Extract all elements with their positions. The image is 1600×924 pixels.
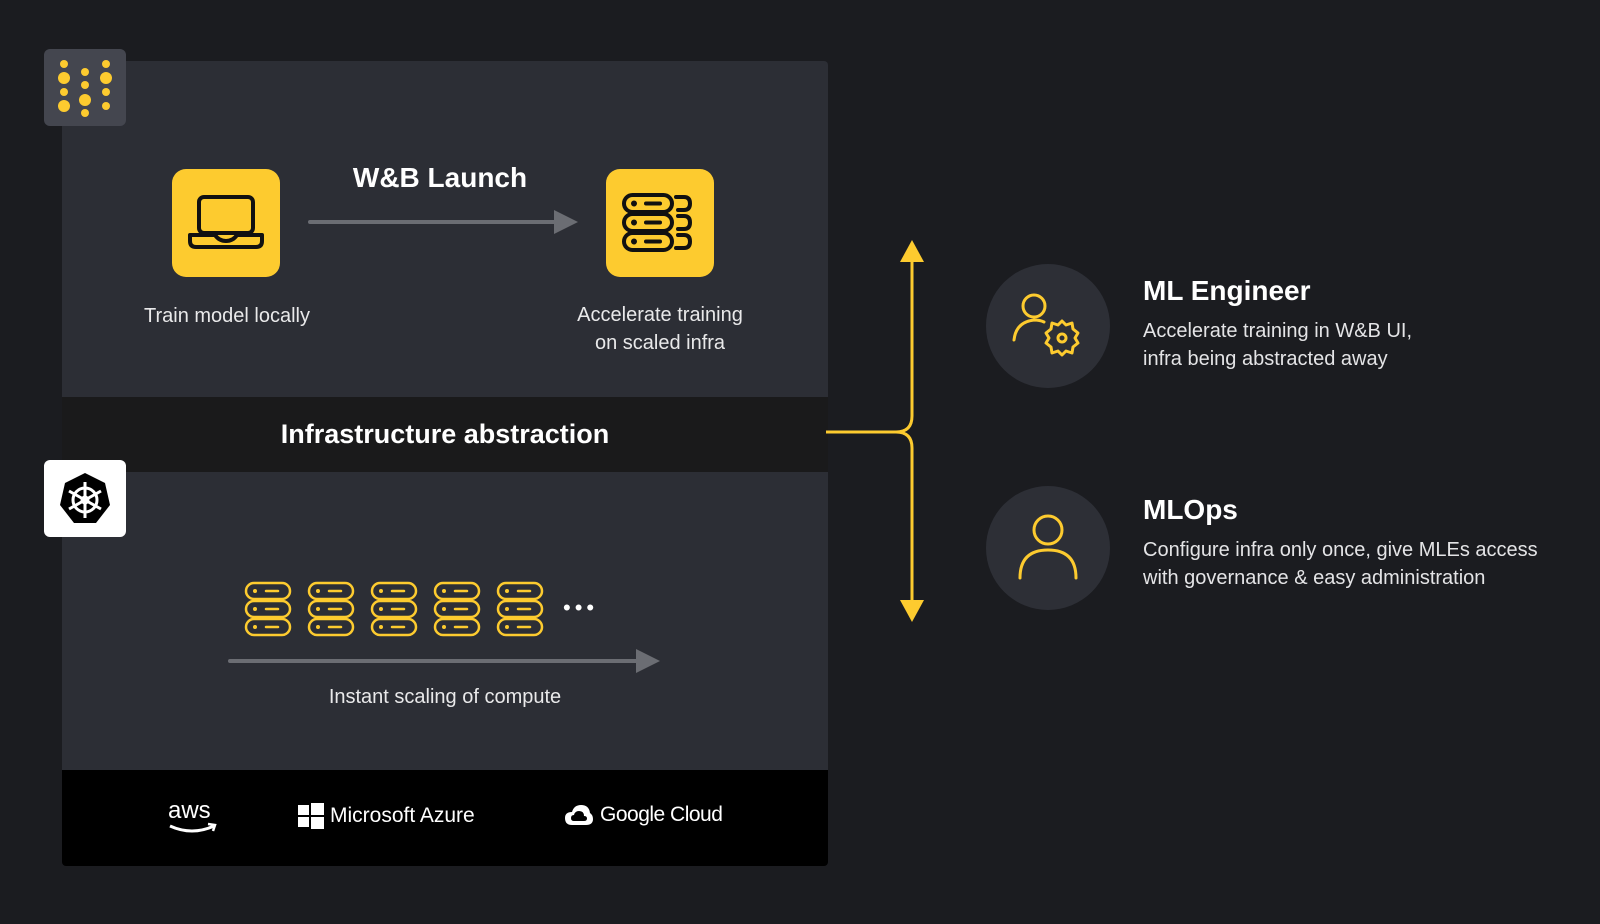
server-tile xyxy=(606,169,714,277)
launch-title: W&B Launch xyxy=(352,162,528,193)
azure-label: Microsoft Azure xyxy=(330,804,475,827)
launch-arrow xyxy=(308,210,578,234)
server-icon xyxy=(433,581,481,637)
aws-wordmark: aws xyxy=(168,797,211,824)
user-gear-icon xyxy=(1012,293,1080,357)
mlops-info: MLOps Configure infra only once, give ML… xyxy=(1143,494,1593,592)
mlops-desc-line2: with governance & easy administration xyxy=(1143,567,1486,589)
cloud-providers-bar xyxy=(62,770,828,866)
source-caption: Train model locally xyxy=(144,305,310,327)
ml-engineer-desc-line2: infra being abstracted away xyxy=(1143,348,1388,370)
ml-engineer-title: ML Engineer xyxy=(1143,275,1311,306)
compute-panel xyxy=(62,472,828,770)
server-icon xyxy=(370,581,418,637)
brace-connector xyxy=(826,240,924,622)
target-caption-line2: on scaled infra xyxy=(594,332,726,354)
server-icon xyxy=(244,581,292,637)
scaling-caption: Instant scaling of compute xyxy=(328,686,562,708)
mlops-desc-line1: Configure infra only once, give MLEs acc… xyxy=(1143,539,1538,561)
windows-icon xyxy=(298,803,324,829)
ml-engineer-desc: Accelerate training in W&B UI, infra bei… xyxy=(1143,317,1573,373)
target-caption-line1: Accelerate training xyxy=(577,304,743,326)
ml-engineer-info: ML Engineer Accelerate training in W&B U… xyxy=(1143,275,1573,373)
ml-engineer-avatar xyxy=(986,264,1110,388)
abstraction-band: Infrastructure abstraction xyxy=(62,397,828,472)
server-icon xyxy=(496,581,544,637)
google-cloud-label: Google Cloud xyxy=(600,803,723,826)
mlops-avatar xyxy=(986,486,1110,610)
aws-logo: aws xyxy=(166,796,220,836)
server-row xyxy=(244,581,544,637)
mlops-desc: Configure infra only once, give MLEs acc… xyxy=(1143,536,1593,592)
google-cloud-logo: Google Cloud xyxy=(564,803,723,827)
mlops-title: MLOps xyxy=(1143,494,1238,525)
target-caption: Accelerate training on scaled infra xyxy=(555,301,765,357)
more-indicator: ••• xyxy=(563,595,599,620)
server-icon xyxy=(307,581,355,637)
kubernetes-helm-icon xyxy=(60,472,110,523)
user-icon xyxy=(1018,514,1078,580)
laptop-icon xyxy=(188,195,264,249)
azure-logo: Microsoft Azure xyxy=(298,803,475,829)
cloud-icon xyxy=(565,805,593,825)
server-stack-icon xyxy=(622,193,693,252)
scaling-arrow xyxy=(228,649,660,673)
aws-icon: aws xyxy=(168,797,217,833)
ml-engineer-desc-line1: Accelerate training in W&B UI, xyxy=(1143,320,1412,342)
wandb-dots-icon xyxy=(58,59,112,117)
laptop-tile xyxy=(172,169,280,277)
abstraction-label: Infrastructure abstraction xyxy=(280,419,610,449)
kubernetes-logo xyxy=(44,460,126,537)
wandb-logo xyxy=(44,49,126,126)
